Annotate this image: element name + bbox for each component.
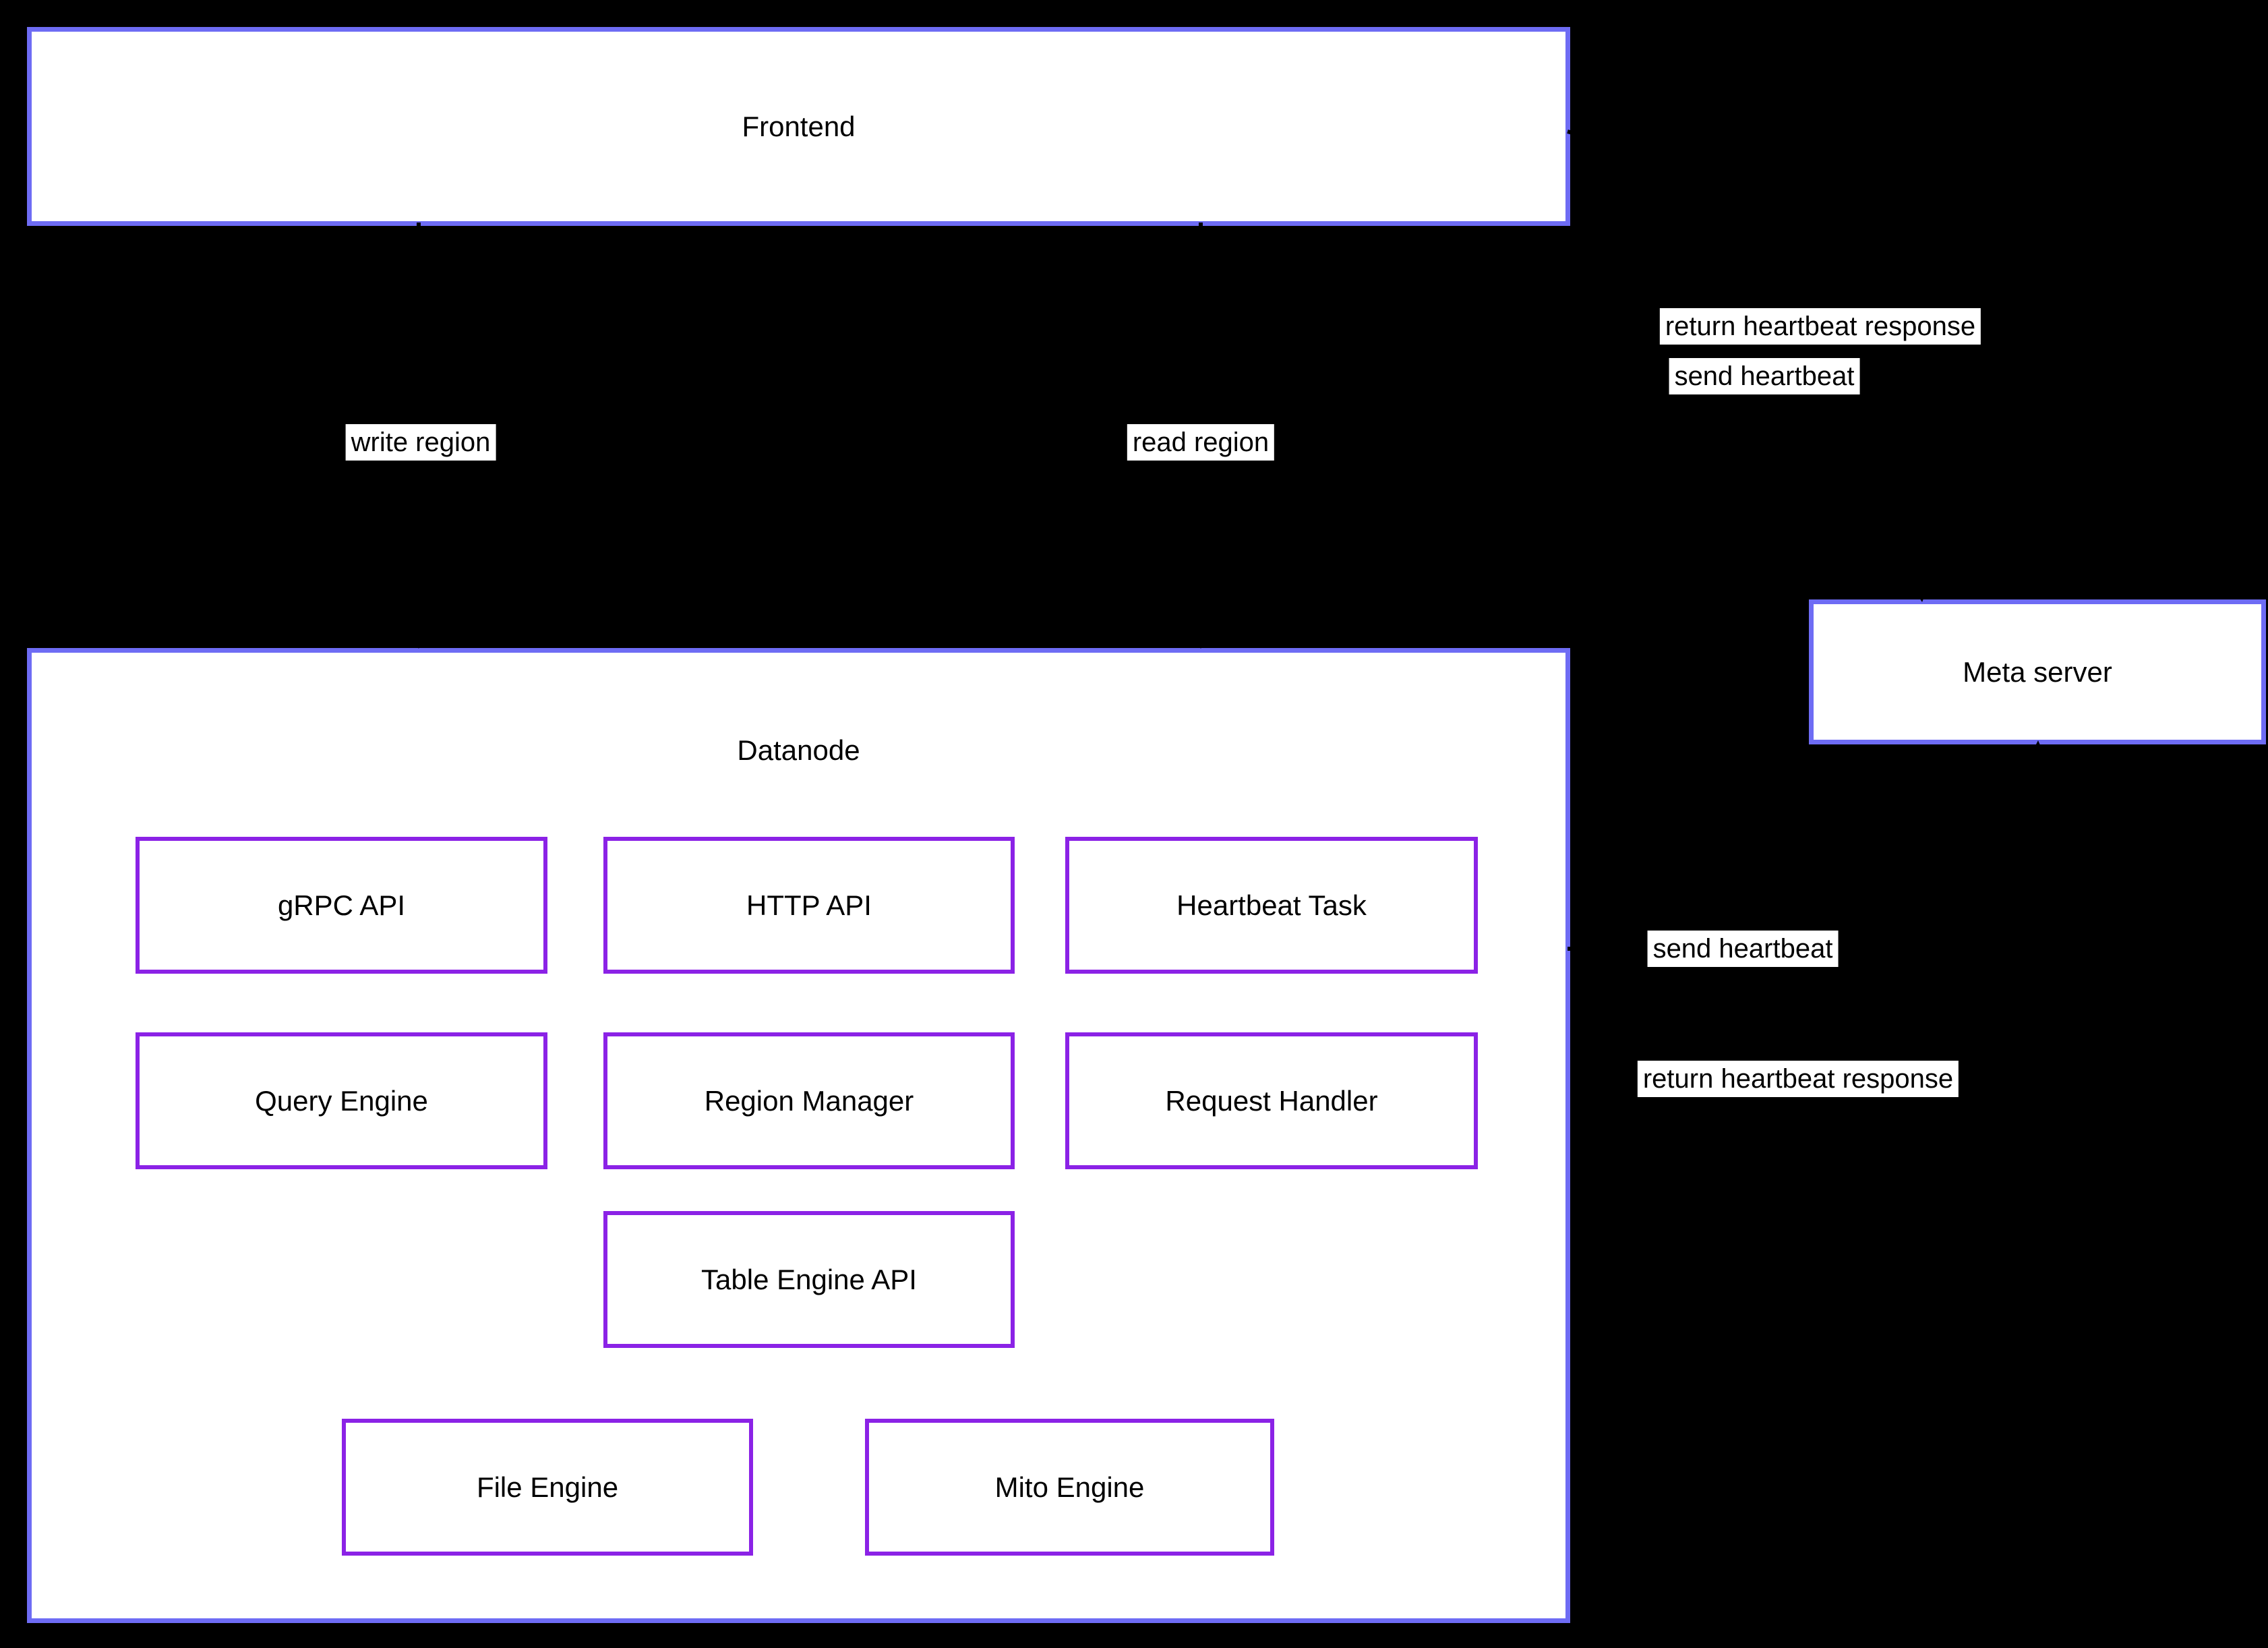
component-file-engine: File Engine [342, 1419, 753, 1556]
file-engine-label: File Engine [476, 1471, 619, 1503]
component-request-handler: Request Handler [1065, 1032, 1478, 1169]
arrowhead-read-region [1189, 626, 1213, 649]
grpc-api-label: gRPC API [277, 889, 406, 921]
component-heartbeat-task: Heartbeat Task [1065, 837, 1478, 974]
arrowhead-return-heartbeat-frontend [1572, 67, 1596, 90]
arrowhead-send-heartbeat-frontend [1908, 576, 1932, 602]
arrowhead-return-heartbeat-datanode [1572, 1322, 1596, 1345]
component-http-api: HTTP API [603, 837, 1015, 974]
frontend-node: Frontend [27, 27, 1570, 226]
edge-label-write-region: write region [345, 424, 496, 461]
arrowhead-write-region [407, 626, 431, 649]
component-grpc-api: gRPC API [136, 837, 547, 974]
frontend-label: Frontend [742, 110, 856, 142]
edge-label-return-heartbeat-datanode: return heartbeat response [1637, 1061, 1959, 1097]
datanode-label: Datanode [737, 734, 860, 766]
query-engine-label: Query Engine [255, 1084, 428, 1117]
meta-server-label: Meta server [1963, 655, 2112, 688]
edge-label-send-heartbeat-datanode: send heartbeat [1647, 931, 1839, 967]
component-query-engine: Query Engine [136, 1032, 547, 1169]
table-engine-api-label: Table Engine API [701, 1263, 917, 1295]
edge-send-heartbeat-datanode [1567, 752, 2038, 951]
edge-label-send-heartbeat-frontend: send heartbeat [1669, 358, 1860, 394]
component-table-engine-api: Table Engine API [603, 1211, 1015, 1348]
edge-return-heartbeat-datanode [1584, 745, 1922, 1335]
region-manager-label: Region Manager [704, 1084, 914, 1117]
heartbeat-task-label: Heartbeat Task [1176, 889, 1367, 921]
arrowhead-send-heartbeat-datanode [2026, 740, 2050, 767]
meta-server-node: Meta server [1809, 599, 2266, 744]
http-api-label: HTTP API [746, 889, 872, 921]
request-handler-label: Request Handler [1165, 1084, 1378, 1117]
component-mito-engine: Mito Engine [865, 1419, 1274, 1556]
edge-label-return-heartbeat-frontend: return heartbeat response [1659, 308, 1981, 345]
edge-label-read-region: read region [1127, 424, 1275, 461]
component-region-manager: Region Manager [603, 1032, 1015, 1169]
mito-engine-label: Mito Engine [994, 1471, 1145, 1503]
